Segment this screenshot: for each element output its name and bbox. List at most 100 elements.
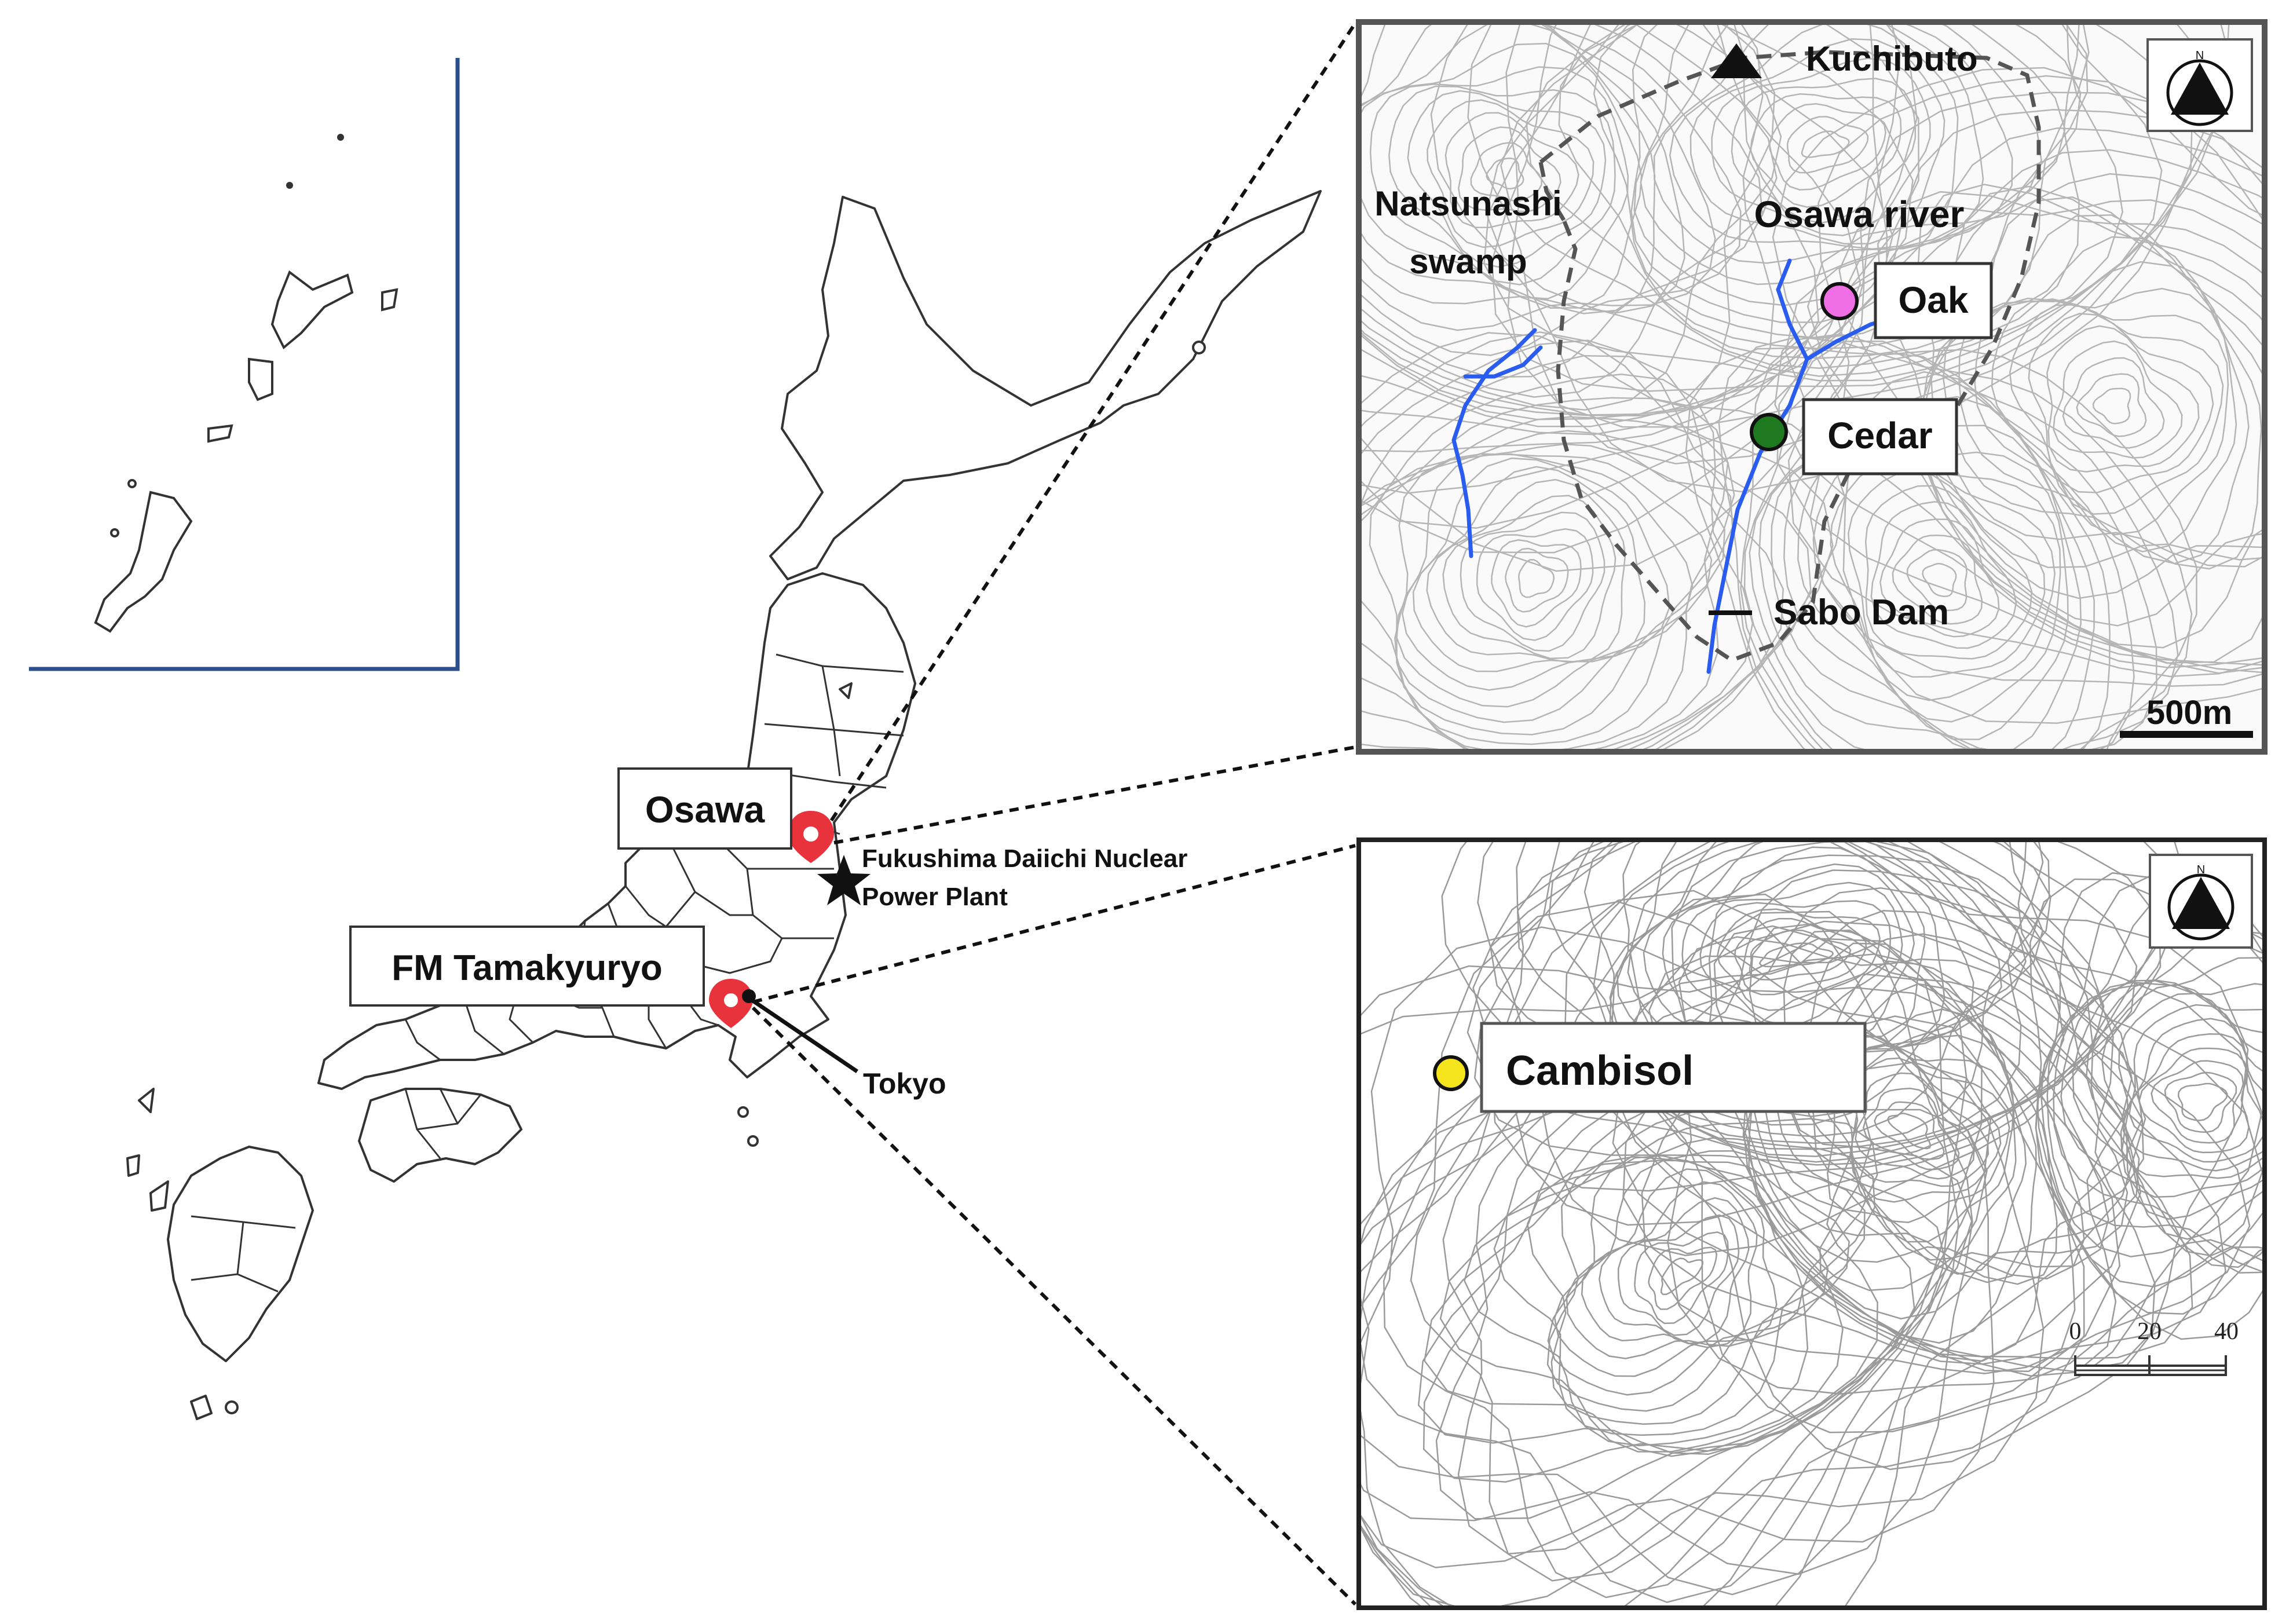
- contour-line: [2120, 1004, 2265, 1179]
- contour-line: [1566, 1168, 1778, 1359]
- island: [381, 288, 398, 312]
- contour-line: [1500, 22, 2080, 369]
- contour-line: [1485, 22, 2123, 377]
- contour-line: [1359, 22, 1685, 314]
- contour-line: [2009, 304, 2224, 515]
- cambisol-plot-marker: [1433, 1055, 1469, 1091]
- cedar-label-box: [1802, 398, 1958, 476]
- contour-line: [1473, 840, 2138, 1166]
- contour-line: [1359, 22, 1764, 378]
- cedar-label: Cedar: [1827, 415, 1932, 456]
- contour-line: [2035, 872, 2265, 1315]
- contour-line: [1476, 528, 1594, 641]
- contour-line: [1787, 92, 2265, 678]
- contour-line: [2028, 313, 2214, 493]
- contour-line: [2122, 1018, 2265, 1172]
- contour-line: [1864, 485, 2033, 660]
- shikoku: [358, 1088, 522, 1183]
- cedar-plot-marker: [1750, 413, 1788, 451]
- contour-line: [1359, 920, 2146, 1608]
- contour-line: [1879, 518, 2000, 638]
- contour-line: [1359, 890, 2045, 1608]
- contour-line: [2040, 887, 2265, 1262]
- contour-line: [1394, 453, 1713, 723]
- contour-line: [1599, 1197, 1750, 1345]
- contour-line: [1634, 1231, 1729, 1325]
- contour-line: [1505, 547, 1569, 613]
- contour-line: [2046, 325, 2200, 473]
- kuchibuto-label: Kuchibuto: [1806, 39, 1978, 78]
- contour-line: [2151, 1060, 2244, 1144]
- tokyo-leader-line: [752, 999, 858, 1073]
- fm-tamakyuryo-label: FM Tamakyuryo: [392, 948, 662, 988]
- contour-line: [1359, 953, 2142, 1608]
- contour-line: [1518, 559, 1555, 598]
- contour-line: [1359, 22, 1919, 494]
- contour-line: [1359, 22, 1782, 411]
- contour-line: [1505, 22, 2218, 428]
- contour-line: [1855, 1072, 1975, 1180]
- scale-tick-0: 0: [2069, 1318, 2082, 1345]
- contour-line: [1862, 1088, 1960, 1171]
- contour-line: [2092, 387, 2131, 425]
- contour-line: [1359, 22, 1862, 427]
- contour-line: [1750, 93, 1902, 208]
- island: [737, 1106, 749, 1118]
- oak-plot-marker: [1820, 282, 1859, 320]
- contour-line: [1460, 511, 1606, 652]
- contour-line: [1593, 840, 2263, 1433]
- contour-line: [1477, 840, 2179, 1226]
- contour-line: [1614, 887, 2156, 1373]
- island: [149, 1180, 169, 1212]
- contour-line: [1401, 457, 1670, 691]
- contour-line: [1641, 840, 2251, 1374]
- natsunashi-stream: [1451, 328, 1537, 558]
- fukushima-label-line2: Power Plant: [862, 883, 1008, 911]
- island: [207, 424, 233, 443]
- hokkaido: [769, 190, 1322, 580]
- contour-line: [2053, 929, 2265, 1274]
- contour-line: [1369, 66, 1629, 300]
- tamakyuryo-inset: Cambisol N 0 20 40: [1356, 837, 2267, 1610]
- contour-line: [1718, 335, 2193, 752]
- inset-connector-lines: [751, 22, 1357, 1606]
- contour-line: [1717, 908, 1881, 1011]
- contour-line: [1626, 910, 2133, 1377]
- natsunashi-label-line1: Natsunashi: [1374, 184, 1561, 223]
- island: [1192, 341, 1206, 354]
- contour-line: [1713, 925, 2140, 1344]
- contour-line: [2177, 1082, 2228, 1121]
- contour-line: [1359, 332, 1846, 752]
- island: [190, 1395, 213, 1420]
- contour-line: [1583, 840, 2044, 1126]
- cambisol-label-box: [1480, 1022, 1867, 1113]
- contour-line: [1442, 495, 1617, 660]
- sabo-dam-label: Sabo Dam: [1773, 592, 1949, 632]
- fm-tamakyuryo-label-box: [349, 926, 705, 1007]
- contour-line: [1430, 22, 2230, 493]
- contour-line: [1359, 397, 1729, 752]
- tamakyuryo-scale-bar: 0 20 40: [2069, 1318, 2239, 1376]
- contour-line: [1774, 127, 2265, 666]
- contour-line: [1660, 1257, 1704, 1296]
- contour-line: [1870, 501, 2017, 649]
- contour-line: [1906, 549, 1968, 612]
- contour-line: [1359, 22, 1901, 554]
- contour-line: [1749, 929, 1852, 981]
- contour-line: [1848, 470, 2046, 678]
- island: [747, 1135, 759, 1147]
- tokyo-dot: [742, 989, 756, 1003]
- contour-line: [2138, 1047, 2250, 1154]
- contour-line: [1627, 840, 1945, 1055]
- osawa-label-box: [617, 767, 792, 850]
- ryukyu-islands-inset: [29, 58, 460, 671]
- kyushu-boundaries: [191, 1215, 296, 1293]
- contour-line: [2029, 878, 2265, 1340]
- contour-line: [1769, 103, 1886, 191]
- contour-line: [1874, 1101, 1945, 1160]
- contour-line: [1359, 22, 1716, 331]
- contour-line: [1892, 534, 1983, 625]
- contour-line: [1609, 840, 2002, 1094]
- contour-line: [1464, 1118, 1878, 1447]
- contour-line: [1711, 57, 1931, 236]
